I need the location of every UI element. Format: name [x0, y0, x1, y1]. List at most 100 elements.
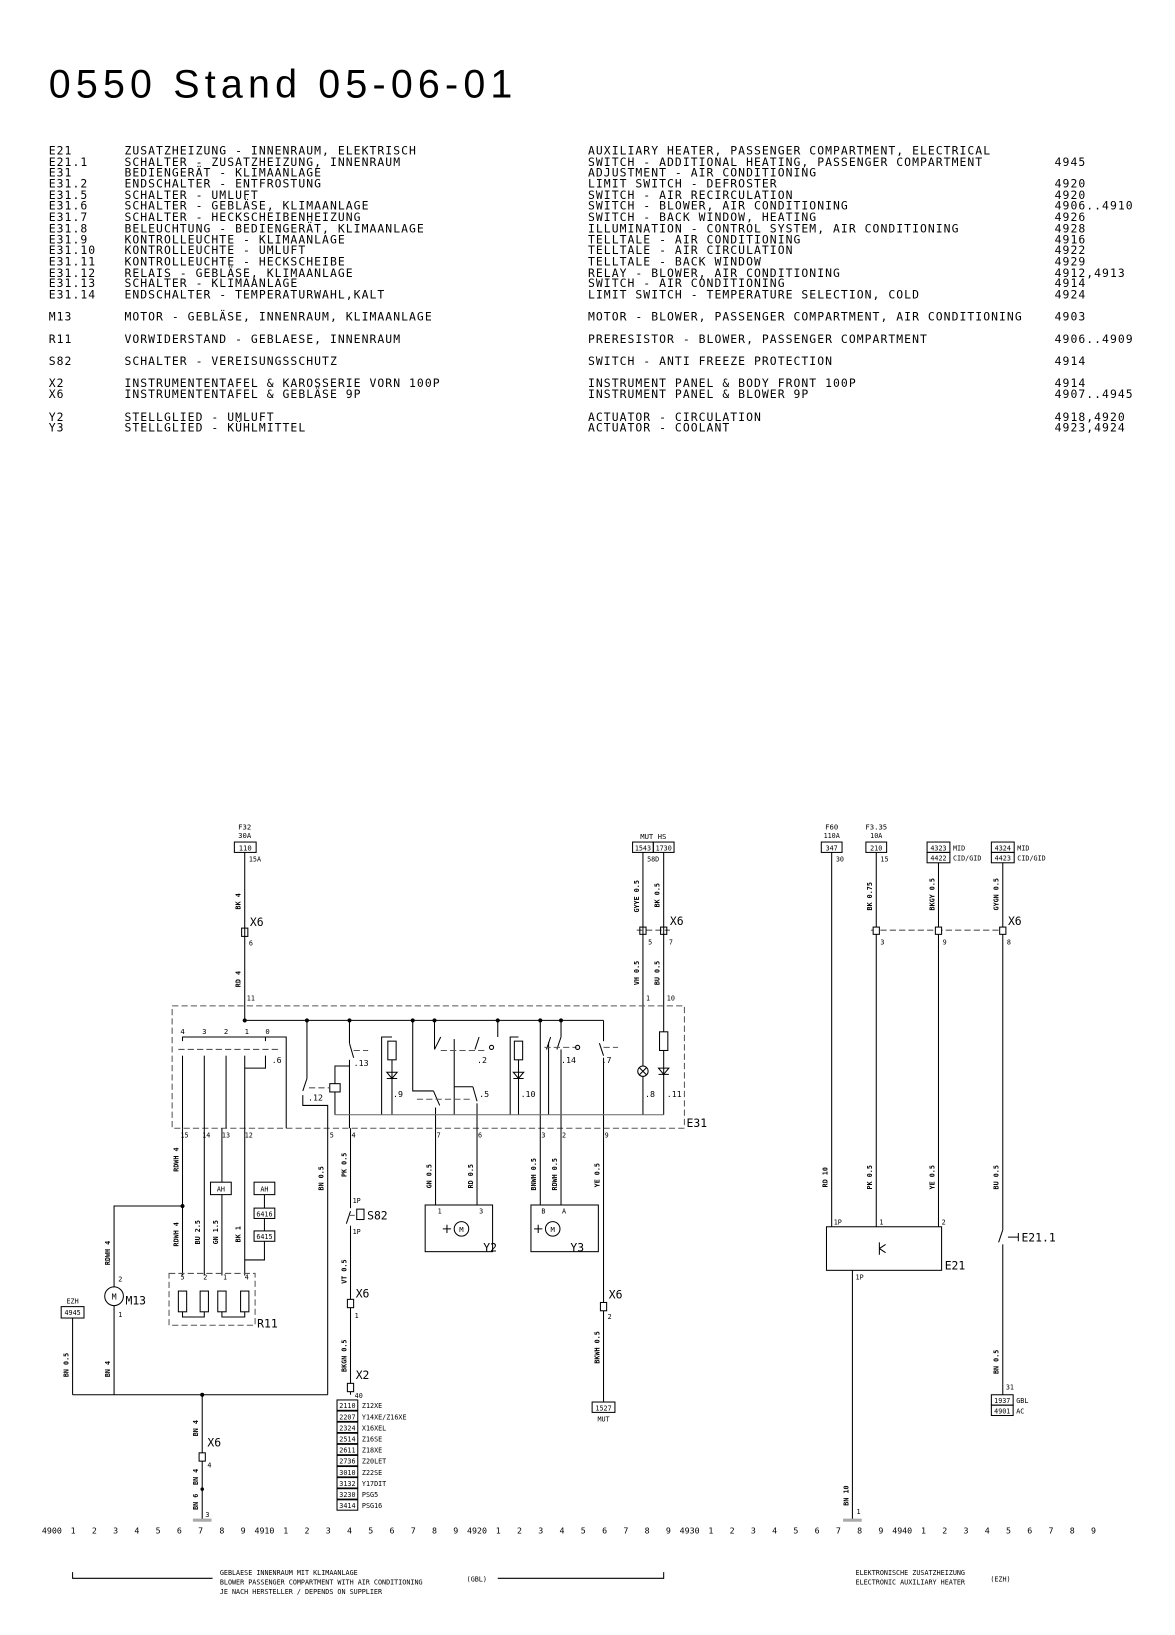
pin-label: 9 [943, 939, 947, 947]
pin-label: 13 [222, 1132, 230, 1140]
ref-label: AC [1016, 1407, 1024, 1415]
component-id: S82 [48, 354, 73, 369]
ezh-circuit: F60 110A 347 30 F3.35 10A 210 15 4323 44… [820, 823, 1056, 1522]
component-id: X2 [48, 376, 65, 391]
switch-actuator [356, 1208, 365, 1221]
switch-position: 1 [245, 1027, 249, 1036]
variant-code: 3230 [339, 1491, 355, 1499]
wire-label: BN 6 [192, 1494, 200, 1510]
german-description: BELEUCHTUNG - BEDIENGERÄT, KLIMAANLAGE [124, 221, 425, 236]
component-id: Y3 [48, 421, 65, 435]
wire-label: BU 0.5 [993, 1165, 1001, 1189]
ruler-mark: 8 [219, 1526, 224, 1536]
wire [412, 1020, 434, 1092]
component-id: E31.11 [48, 254, 97, 269]
ruler-mark: 1 [921, 1526, 926, 1536]
component-id: E31.12 [48, 266, 97, 280]
ref-number: 4324 [995, 844, 1011, 852]
german-description: ENDSCHALTER - TEMPERATURWAHL,KALT [124, 288, 386, 302]
ruler-mark: 2 [304, 1526, 309, 1536]
switch-e31-14: .14 [539, 1020, 581, 1129]
english-description: LIMIT SWITCH - DEFROSTER [587, 177, 778, 191]
wire [264, 1036, 287, 1129]
telltale-e31-11: .11 [657, 1031, 682, 1115]
variant-code: 3010 [339, 1469, 355, 1477]
resistor [177, 1290, 188, 1313]
ruler-mark: 2 [517, 1526, 522, 1536]
connector-label: X6 [250, 915, 264, 929]
section-captions: GEBLAESE INNENRAUM MIT KLIMAANLAGE BLOWE… [72, 1569, 1011, 1596]
variant-box [336, 1443, 359, 1456]
connector-pin [660, 926, 668, 935]
pin-label: 1P [353, 1228, 361, 1236]
variant-code: 2207 [339, 1413, 355, 1421]
variant-box [336, 1399, 359, 1411]
e31-outline [171, 1005, 685, 1129]
english-description: SWITCH - BACK WINDOW, HEATING [587, 210, 818, 225]
pin-label: 5 [180, 1274, 184, 1282]
wire-label: RD 0.5 [467, 1164, 475, 1188]
variant-box [336, 1421, 359, 1434]
ruler-mark: 2 [942, 1526, 947, 1536]
caption-text: GEBLAESE INNENRAUM MIT KLIMAANLAGE [220, 1569, 358, 1577]
sub-label: .13 [354, 1058, 369, 1068]
ruler-mark: 4930 [680, 1526, 700, 1536]
component-id: E31.9 [48, 232, 89, 247]
ref-box [591, 1401, 616, 1413]
ah-label: AH [260, 1186, 268, 1194]
ref-number: 1527 [595, 1404, 611, 1412]
switch-e31-6: 4 3 2 1 0 .6 [178, 1027, 287, 1129]
english-description: MOTOR - BLOWER, PASSENGER COMPARTMENT, A… [587, 310, 1023, 324]
pin-label: 3 [541, 1132, 545, 1140]
ruler-mark: 4 [985, 1526, 990, 1536]
feed-box-number: 1543 [635, 844, 651, 852]
motor-icon [104, 1286, 124, 1307]
caption-text: JE NACH HERSTELLER / DEPENDS ON SUPPLIER [220, 1588, 383, 1596]
pin-label: 5 [330, 1132, 334, 1140]
pin-label: 40 [355, 1392, 363, 1400]
variant-box [336, 1477, 359, 1489]
variant-engine: PSG5 [362, 1491, 378, 1499]
feed-box-number: 1730 [656, 844, 672, 852]
variant-engine: Y17DIT [362, 1480, 386, 1488]
page-reference: 4914 [1054, 277, 1087, 291]
ruler-mark: 6 [177, 1526, 182, 1536]
wire-label: RD 4 [235, 971, 243, 987]
english-description: ACTUATOR - CIRCULATION [587, 410, 762, 424]
variant-box [336, 1499, 359, 1511]
component-label: S82 [367, 1209, 388, 1223]
ruler-mark: 1 [71, 1526, 76, 1536]
german-description: STELLGLIED - KÜHLMITTEL [124, 421, 307, 435]
pin-label: 6 [478, 1132, 482, 1140]
lamp-cross [638, 1067, 647, 1076]
junction-dot [180, 1203, 185, 1209]
component-label: E31 [686, 1116, 707, 1130]
sub-label: .11 [667, 1089, 682, 1099]
pin-label: 5 [648, 939, 652, 947]
wire-label: BN 10 [842, 1485, 850, 1505]
component-id: E31.2 [48, 177, 89, 191]
ruler-mark: 3 [963, 1526, 968, 1536]
ruler-mark: 7 [1048, 1526, 1053, 1536]
component-label: R11 [257, 1316, 278, 1330]
switch-e31-7: .7 [598, 1020, 619, 1129]
wire-label: GYGN 0.5 [993, 878, 1001, 910]
component-id: E31.5 [48, 188, 89, 202]
ref-box [990, 1404, 1014, 1417]
ref-number: 4901 [994, 1407, 1010, 1415]
german-description: KONTROLLEUCHTE - KLIMAANLAGE [124, 232, 346, 247]
wire-label: YE 0.5 [928, 1165, 936, 1189]
english-description: LIMIT SWITCH - TEMPERATURE SELECTION, CO… [587, 288, 920, 302]
ruler-mark: 6 [815, 1526, 820, 1536]
component-id: E21 [48, 144, 73, 158]
component-label: E21.1 [1021, 1230, 1055, 1244]
switch-contact [598, 1043, 605, 1056]
led-icon [512, 1071, 525, 1080]
component-label: M13 [125, 1294, 146, 1308]
